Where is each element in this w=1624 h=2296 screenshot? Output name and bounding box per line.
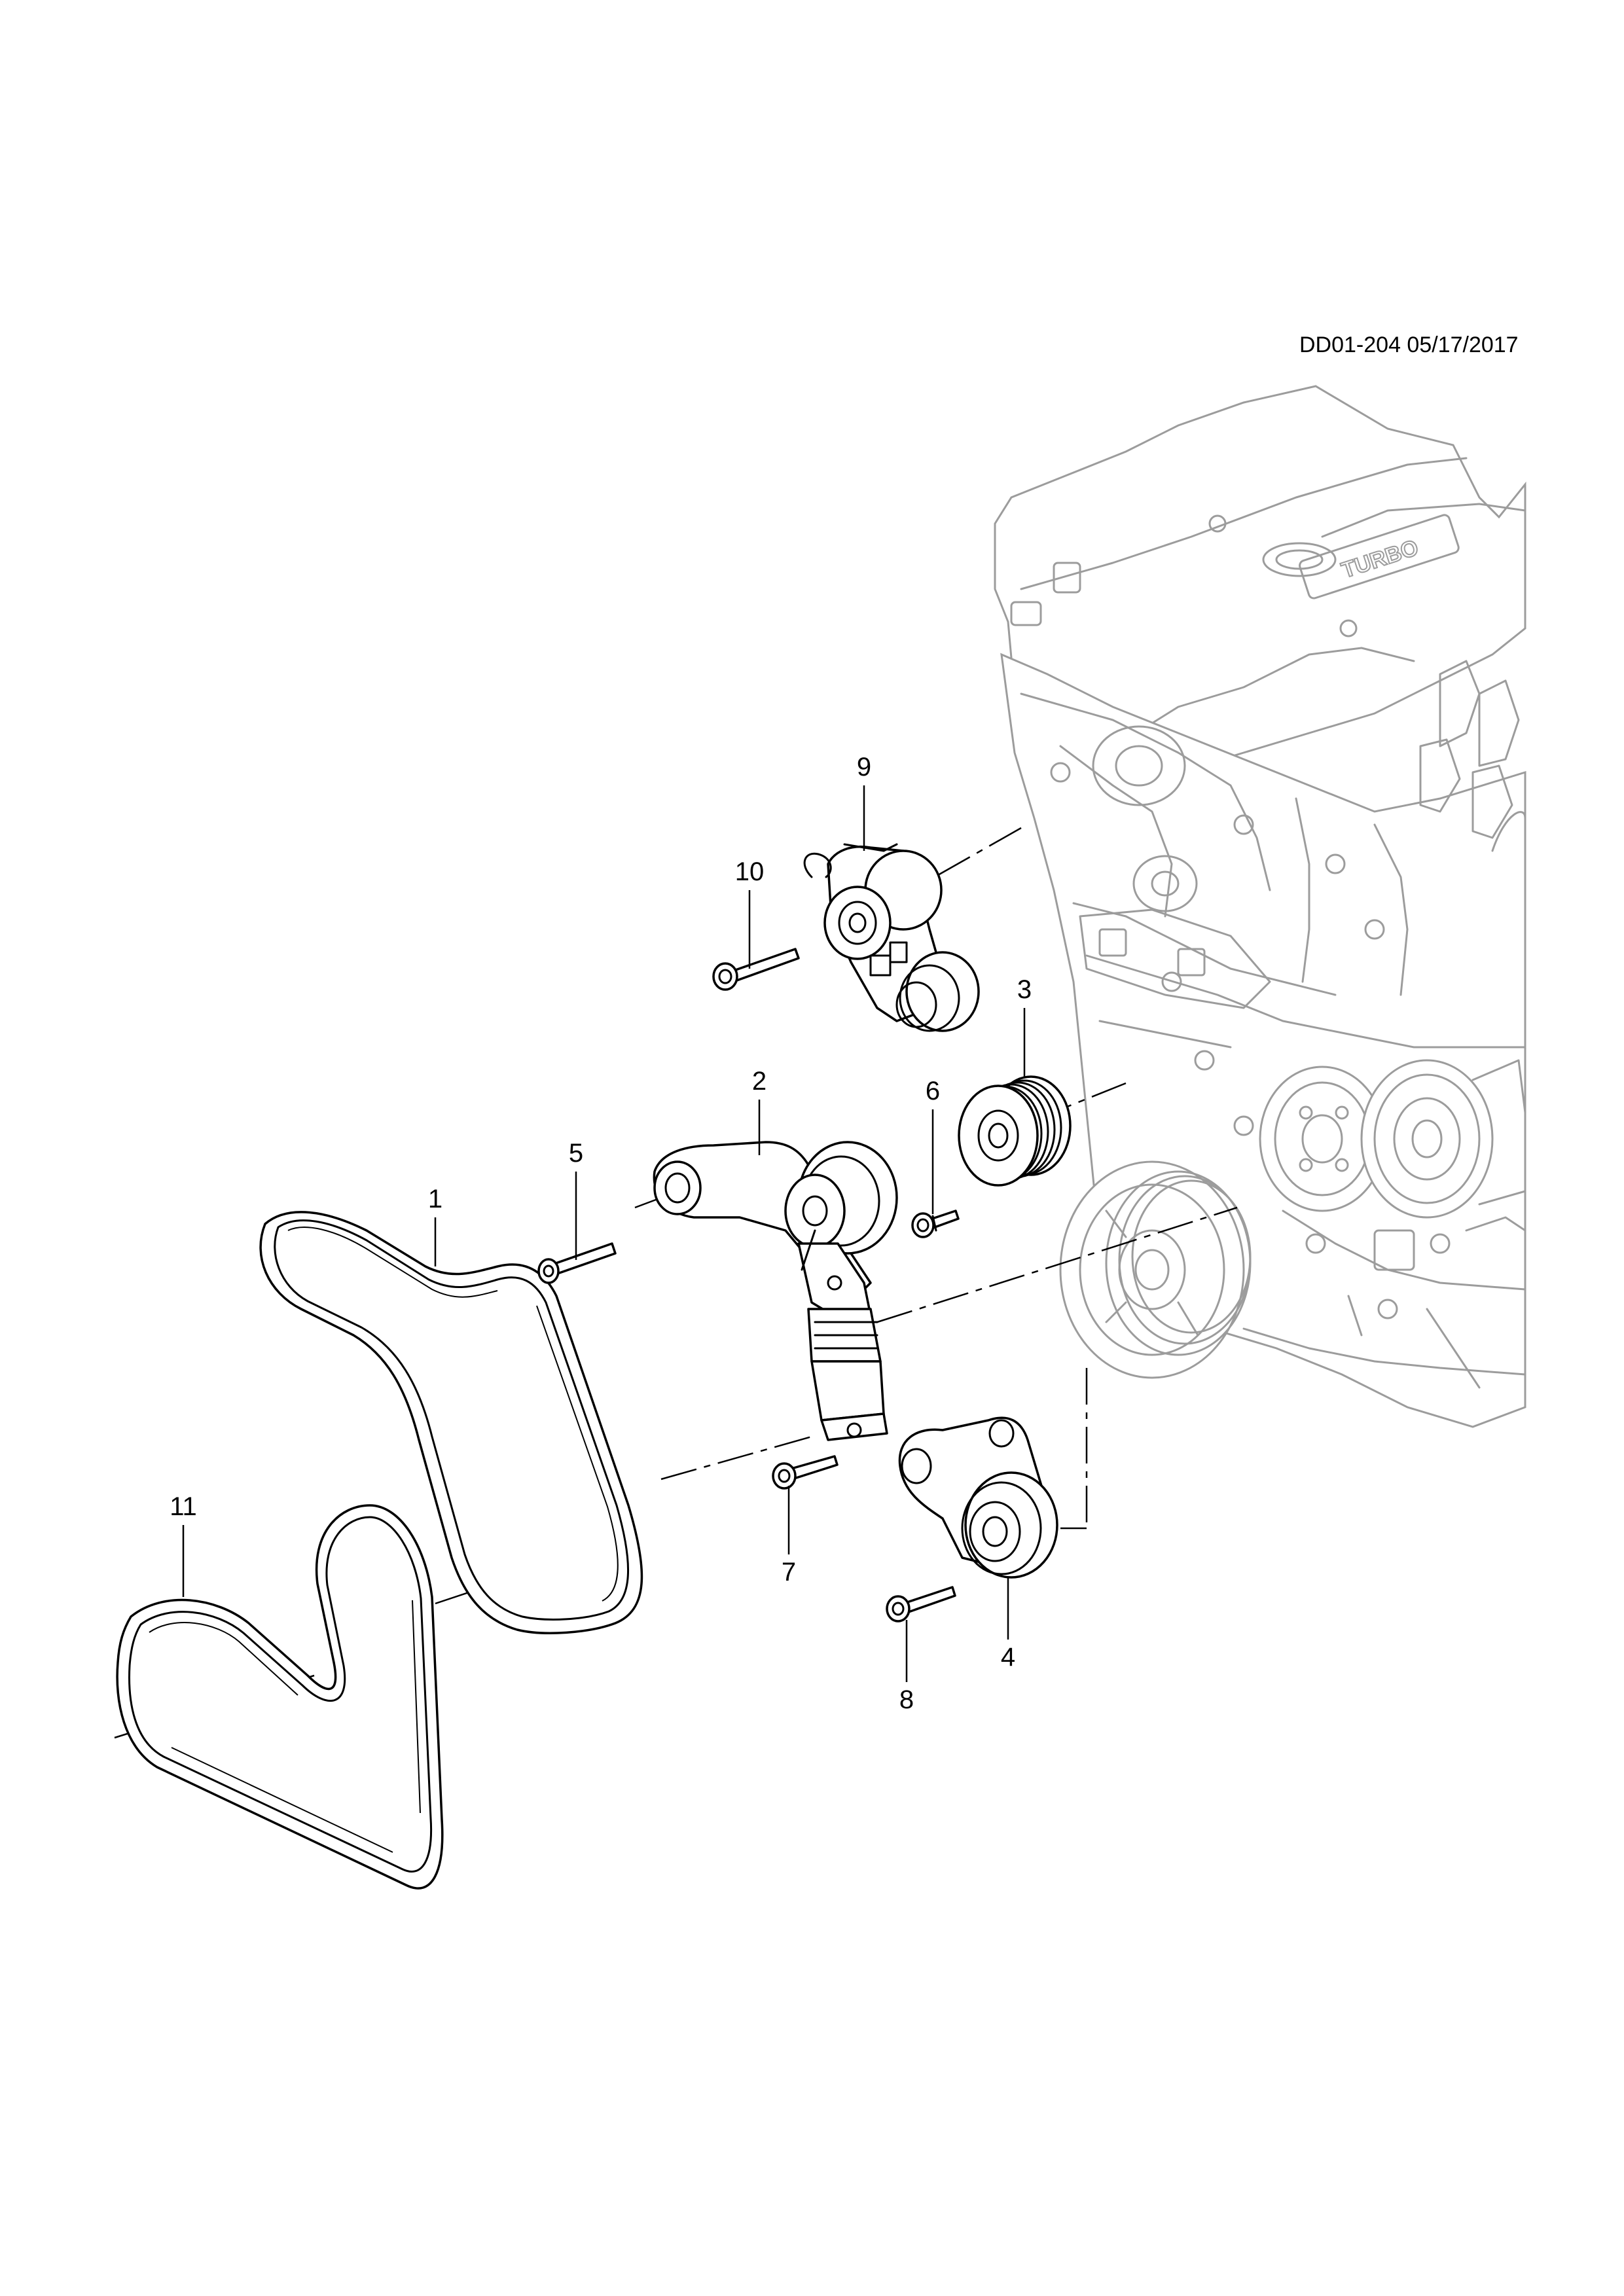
bolt-part-10	[712, 948, 800, 991]
callout-8: 8	[899, 1685, 914, 1714]
idler-bracket-part-4	[898, 1416, 1058, 1579]
drawing-code: DD01-204 05/17/2017	[1299, 332, 1519, 357]
callout-5: 5	[569, 1139, 583, 1168]
belt-tensioner-part-9	[803, 843, 980, 1032]
callout-7: 7	[782, 1558, 796, 1587]
bolt-part-5	[537, 1242, 617, 1284]
callout-numbers: 1 2 3 4 5 6 7 8 9 10 11	[170, 753, 1032, 1714]
callout-4: 4	[1001, 1643, 1015, 1672]
callout-2: 2	[752, 1067, 767, 1096]
callout-1: 1	[428, 1185, 442, 1213]
engine-assembly-illustration: TURBO	[994, 385, 1526, 1428]
tensioner-part-2	[653, 1141, 898, 1441]
bolt-part-8	[886, 1586, 956, 1623]
bolt-part-6	[911, 1210, 960, 1238]
idler-pulley-part-3	[958, 1075, 1072, 1187]
callout-10: 10	[735, 857, 765, 886]
drive-belt-part-1	[259, 1211, 643, 1634]
drive-belt-part-11	[116, 1504, 444, 1890]
bolt-part-7	[772, 1455, 839, 1490]
callout-11: 11	[170, 1492, 197, 1521]
callout-9: 9	[857, 753, 871, 781]
callout-3: 3	[1017, 975, 1032, 1004]
callout-leaders	[182, 785, 1026, 1682]
callout-6: 6	[926, 1077, 940, 1105]
